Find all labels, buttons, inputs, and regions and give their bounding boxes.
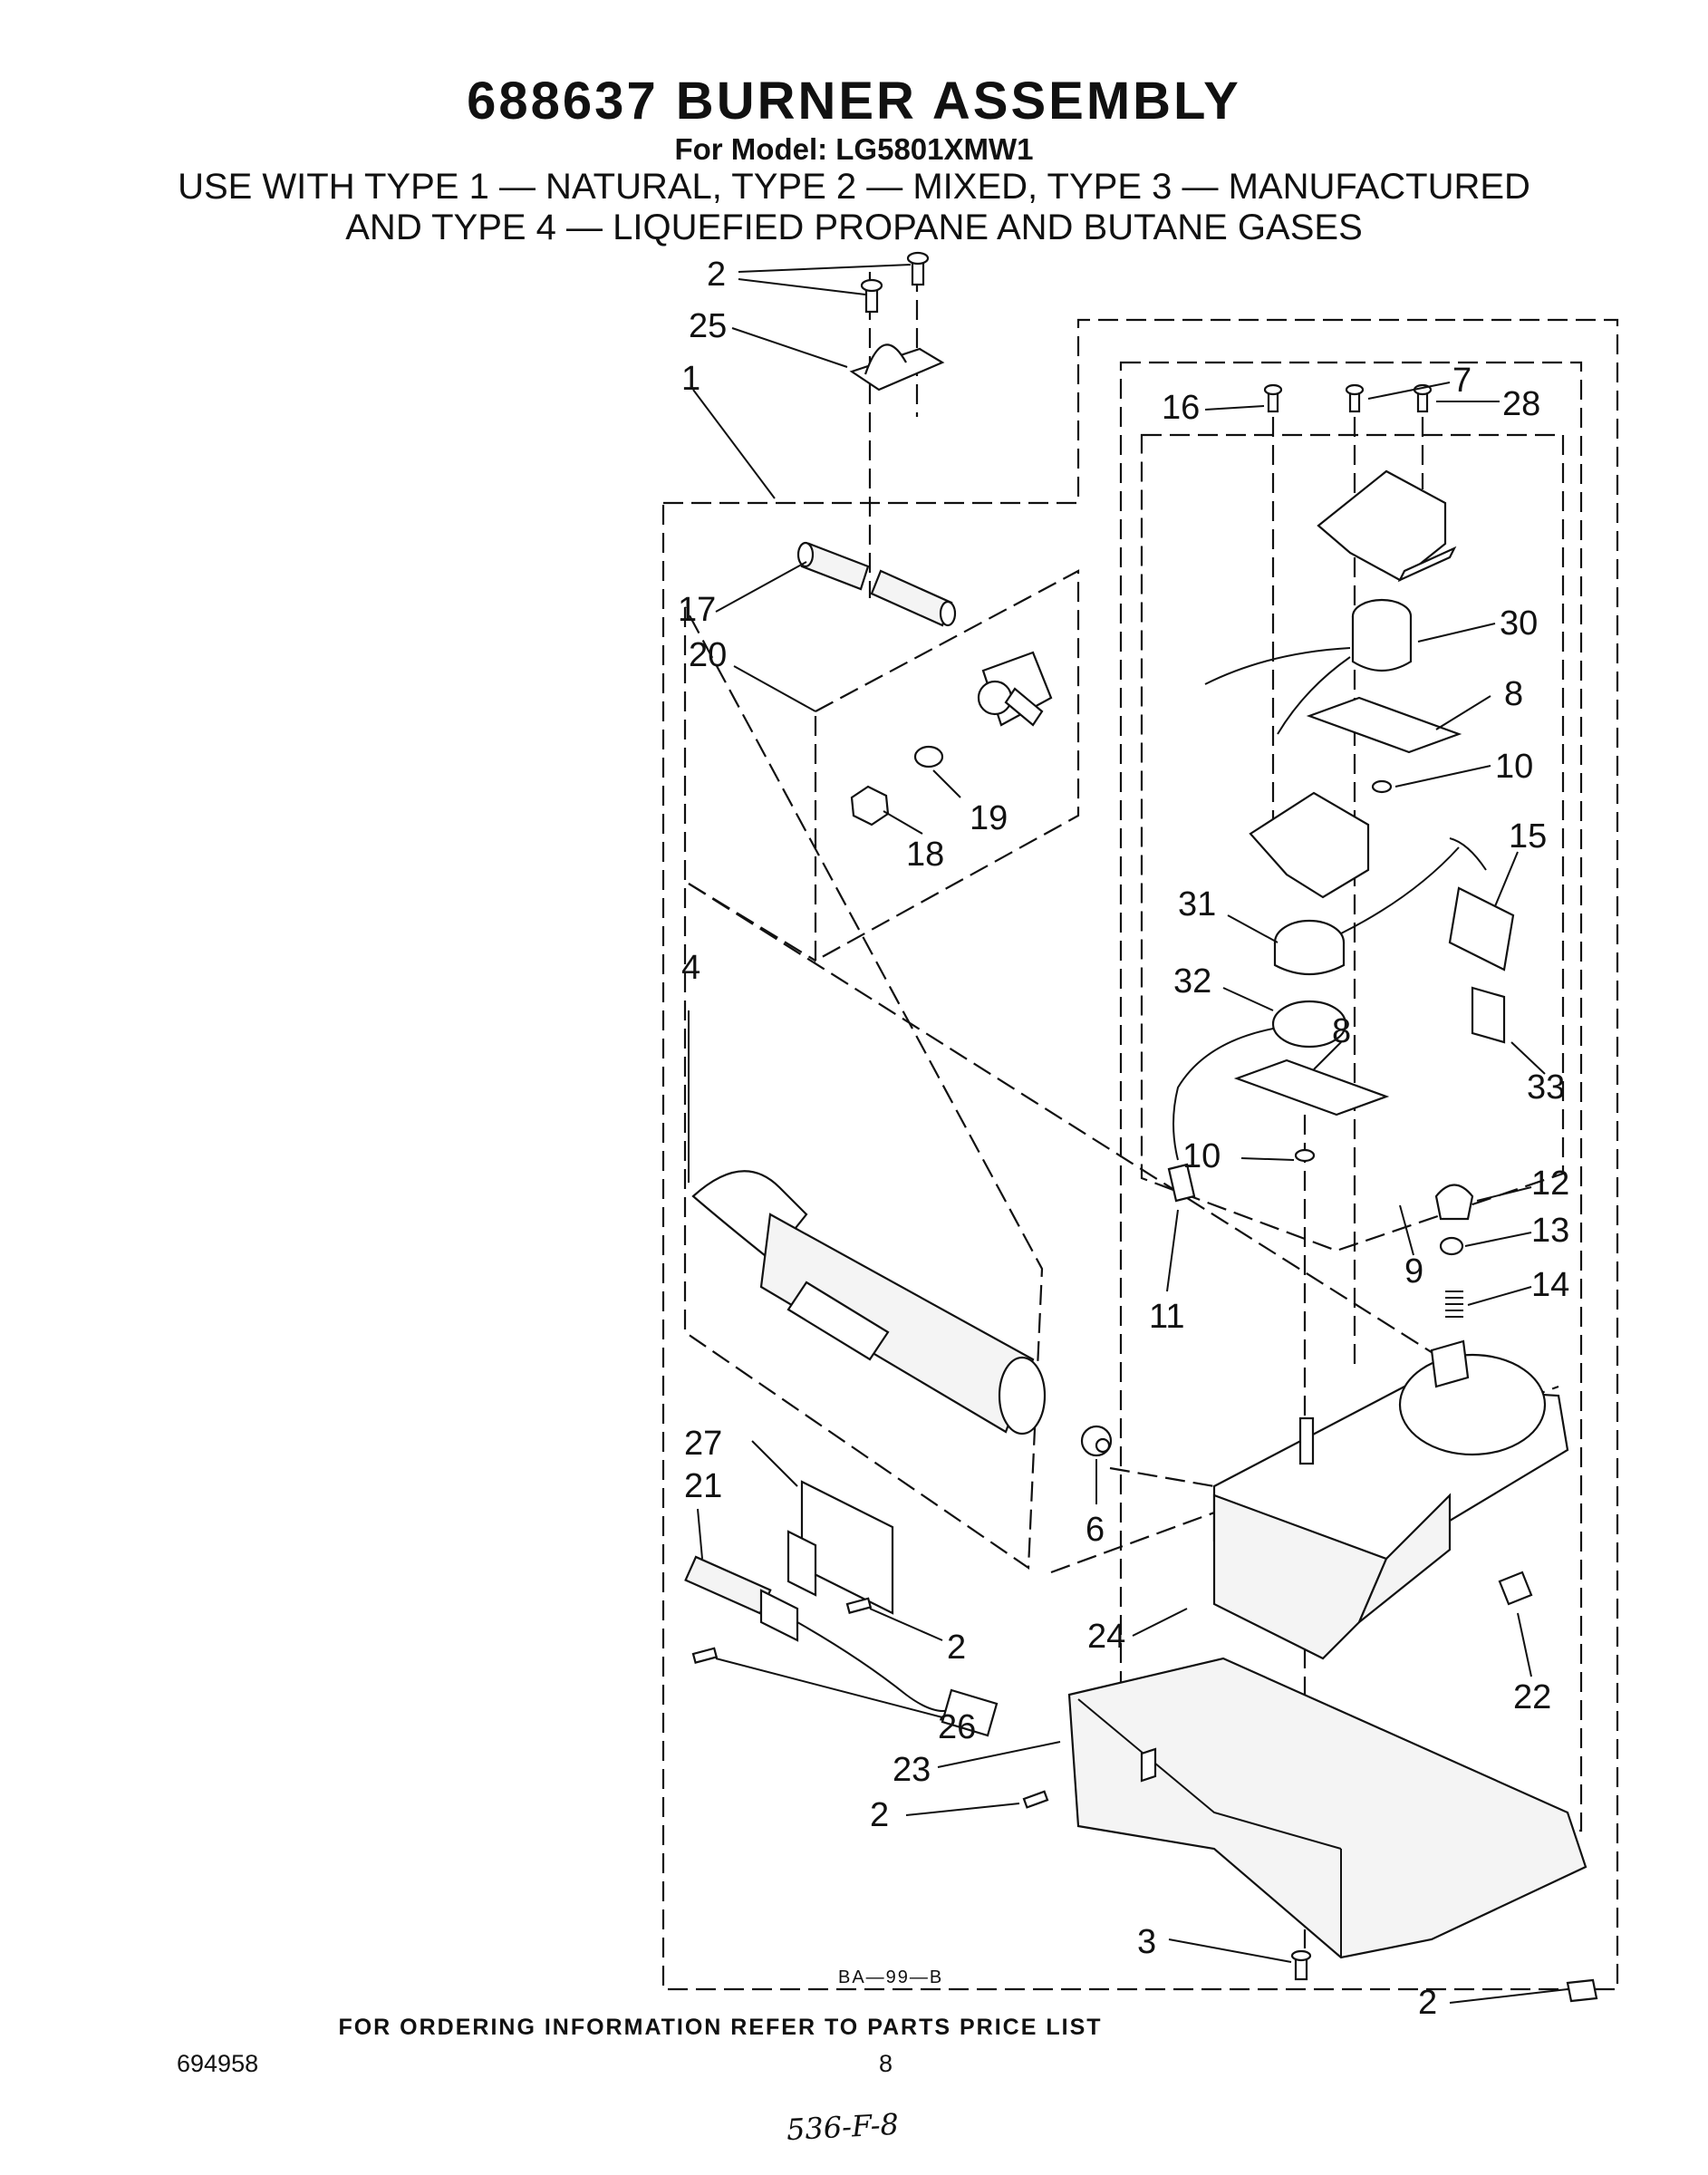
model-line: For Model: LG5801XMW1 bbox=[674, 132, 1034, 166]
ordering-note: FOR ORDERING INFORMATION REFER TO PARTS … bbox=[338, 2015, 1103, 2040]
callout-3: 3 bbox=[1137, 1923, 1156, 1961]
leader-lines bbox=[688, 264, 1568, 2004]
coil-bracket-lower bbox=[1249, 791, 1370, 899]
shutoff-fitting bbox=[977, 651, 1053, 727]
burner-subassembly-outline bbox=[683, 606, 1044, 1571]
solenoid-coil-32 bbox=[1172, 1000, 1347, 1161]
page-title: 688637 BURNER ASSEMBLY bbox=[467, 72, 1241, 130]
callout-15: 15 bbox=[1509, 817, 1547, 856]
callout-30: 30 bbox=[1500, 604, 1538, 643]
gas-type-line-2: AND TYPE 4 — LIQUEFIED PROPANE AND BUTAN… bbox=[345, 208, 1363, 247]
page-number: 8 bbox=[879, 2050, 893, 2077]
document-number: 694958 bbox=[177, 2050, 259, 2077]
solenoid-coil-31 bbox=[1273, 846, 1460, 976]
washers bbox=[1294, 779, 1393, 1163]
callout-25: 25 bbox=[689, 307, 727, 345]
callout-28: 28 bbox=[1502, 385, 1540, 423]
orifice-nut-and-spud bbox=[850, 745, 944, 826]
wire-harness-connector bbox=[1448, 837, 1515, 972]
gas-type-line-1: USE WITH TYPE 1 — NATURAL, TYPE 2 — MIXE… bbox=[178, 167, 1530, 207]
coil-screws bbox=[1263, 383, 1433, 413]
callout-22: 22 bbox=[1513, 1678, 1551, 1716]
burner-orifice bbox=[1080, 1425, 1113, 1457]
callout-7: 7 bbox=[1452, 362, 1472, 400]
drawing-code: BA—99—B bbox=[838, 1967, 943, 1987]
gas-tube-pieces bbox=[796, 541, 957, 627]
callout-10-lower: 10 bbox=[1182, 1137, 1221, 1175]
callout-14: 14 bbox=[1531, 1266, 1569, 1304]
igniter bbox=[684, 1555, 999, 1737]
callout-24: 24 bbox=[1087, 1618, 1125, 1656]
coil-bracket-top bbox=[1317, 469, 1457, 583]
callout-12: 12 bbox=[1531, 1165, 1569, 1203]
screw-pair-top bbox=[860, 251, 930, 314]
callout-8: 8 bbox=[1504, 675, 1523, 713]
gas-valve-body bbox=[1212, 1339, 1569, 1660]
callout-17: 17 bbox=[678, 591, 716, 629]
callout-2-bracket: 2 bbox=[870, 1796, 889, 1834]
burner-tube bbox=[691, 1170, 1047, 1436]
clamp-bracket bbox=[849, 343, 945, 392]
callout-23: 23 bbox=[893, 1751, 931, 1789]
callout-2: 2 bbox=[707, 256, 726, 294]
assembly-outline bbox=[661, 318, 1619, 1991]
callout-31: 31 bbox=[1178, 885, 1216, 923]
callout-13: 13 bbox=[1531, 1212, 1569, 1250]
callout-16: 16 bbox=[1162, 389, 1200, 427]
valve-inlet-plug bbox=[1498, 1571, 1533, 1606]
bracket-screws bbox=[1022, 1790, 1598, 2003]
callout-20: 20 bbox=[689, 636, 727, 674]
callout-2-igniter: 2 bbox=[947, 1629, 966, 1667]
callout-8-lower: 8 bbox=[1332, 1012, 1351, 1050]
solenoid-coil-30 bbox=[1204, 598, 1413, 735]
callout-27: 27 bbox=[684, 1425, 722, 1463]
callout-26: 26 bbox=[938, 1708, 976, 1746]
handwritten-code: 536-F-8 bbox=[786, 2106, 900, 2148]
callout-10: 10 bbox=[1495, 748, 1533, 786]
callout-4: 4 bbox=[681, 949, 700, 987]
callout-2-lower: 2 bbox=[1418, 1984, 1437, 2022]
regulator-screw bbox=[1439, 1236, 1464, 1256]
burner-mounting-bracket bbox=[1067, 1657, 1587, 1959]
wire-terminal bbox=[1167, 1163, 1196, 1203]
coil-plate-lower bbox=[1233, 1058, 1390, 1116]
tube-subassembly-outline bbox=[814, 569, 1080, 962]
igniter-bracket bbox=[786, 1480, 894, 1615]
callout-11: 11 bbox=[1149, 1298, 1184, 1336]
callout-32: 32 bbox=[1173, 962, 1211, 1000]
regulator-spring bbox=[1445, 1290, 1463, 1318]
callout-1: 1 bbox=[681, 360, 700, 398]
callout-18: 18 bbox=[906, 836, 944, 874]
callout-19: 19 bbox=[970, 799, 1008, 837]
pressure-cap bbox=[1434, 1184, 1474, 1221]
callout-21: 21 bbox=[684, 1467, 722, 1505]
callout-6: 6 bbox=[1086, 1511, 1105, 1549]
callout-9: 9 bbox=[1404, 1252, 1423, 1290]
coil-plate-upper bbox=[1306, 696, 1462, 754]
igniter-screws bbox=[691, 1597, 873, 1665]
valve-outline bbox=[1119, 361, 1583, 1832]
callout-33: 33 bbox=[1527, 1068, 1565, 1107]
terminal-block bbox=[1471, 986, 1506, 1044]
callout-labels: 2 25 1 17 20 19 18 4 27 21 6 2 26 23 2 3… bbox=[678, 256, 1569, 2022]
